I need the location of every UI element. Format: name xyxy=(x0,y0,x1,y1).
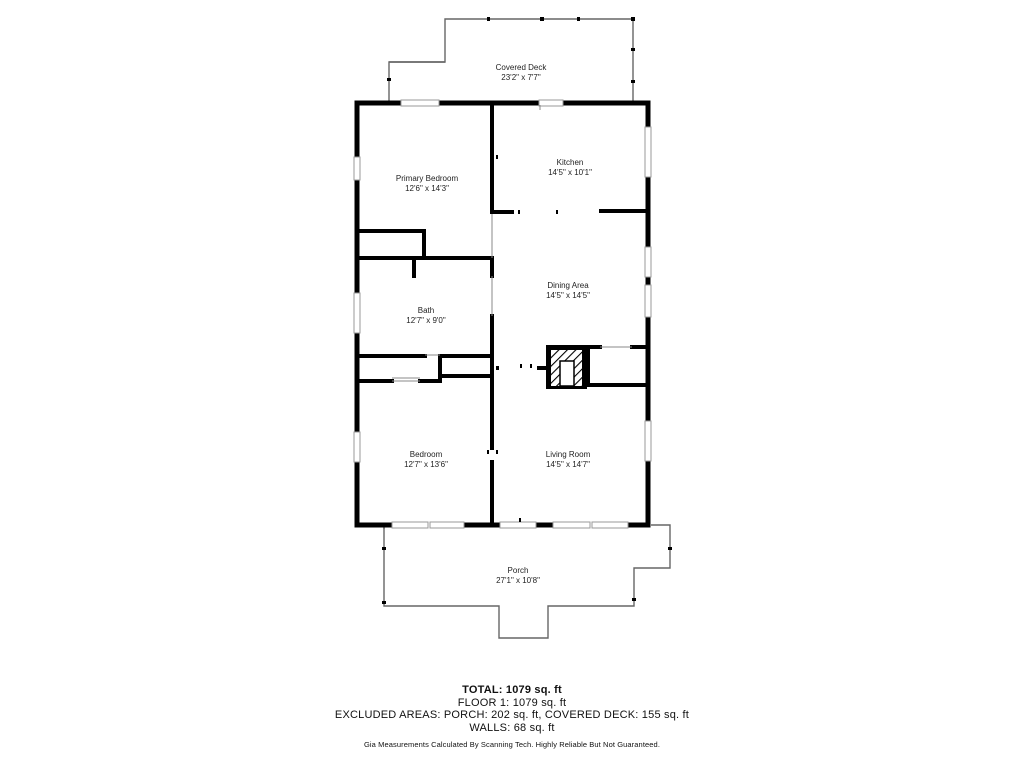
room-dimensions: 14'5" x 10'1" xyxy=(548,168,592,177)
label-covered-deck: Covered Deck 23'2" x 7'7" xyxy=(496,63,548,82)
covered-deck-outline xyxy=(388,18,634,101)
room-dimensions: 12'7" x 13'6" xyxy=(404,460,448,469)
porch-rail-marks xyxy=(382,547,672,604)
label-bath: Bath 12'7" x 9'0" xyxy=(406,306,446,325)
excluded-areas: EXCLUDED AREAS: PORCH: 202 sq. ft, COVER… xyxy=(334,709,690,721)
room-dimensions: 12'7" x 9'0" xyxy=(406,316,446,325)
room-dimensions: 23'2" x 7'7" xyxy=(501,73,541,82)
room-name: Kitchen xyxy=(557,158,584,167)
exterior-walls xyxy=(354,100,651,528)
label-bedroom: Bedroom 12'7" x 13'6" xyxy=(404,450,448,469)
area-summary: TOTAL: 1079 sq. ft FLOOR 1: 1079 sq. ft … xyxy=(0,684,1024,749)
room-name: Bedroom xyxy=(410,450,443,459)
room-dimensions: 27'1" x 10'8" xyxy=(496,576,540,585)
room-name: Primary Bedroom xyxy=(396,174,459,183)
windows xyxy=(353,99,652,529)
label-kitchen: Kitchen 14'5" x 10'1" xyxy=(548,158,592,177)
room-name: Dining Area xyxy=(547,281,589,290)
walls-area: WALLS: 68 sq. ft xyxy=(469,721,555,734)
thin-fixtures xyxy=(392,105,632,382)
label-dining-area: Dining Area 14'5" x 14'5" xyxy=(546,281,590,300)
room-dimensions: 12'6" x 14'3" xyxy=(405,184,449,193)
disclaimer: Gia Measurements Calculated By Scanning … xyxy=(363,740,661,749)
floor-1-area: FLOOR 1: 1079 sq. ft xyxy=(457,696,567,709)
label-porch: Porch 27'1" x 10'8" xyxy=(496,566,540,585)
room-dimensions: 14'5" x 14'7" xyxy=(546,460,590,469)
interior-walls xyxy=(357,103,648,525)
room-dimensions: 14'5" x 14'5" xyxy=(546,291,590,300)
room-name: Porch xyxy=(508,566,529,575)
label-living-room: Living Room 14'5" x 14'7" xyxy=(546,450,591,469)
door-markers xyxy=(487,155,558,522)
room-name: Living Room xyxy=(546,450,591,459)
label-primary-bedroom: Primary Bedroom 12'6" x 14'3" xyxy=(396,174,459,193)
fireplace xyxy=(546,345,587,389)
room-name: Bath xyxy=(418,306,434,315)
total-area: TOTAL: 1079 sq. ft xyxy=(462,684,562,696)
covered-deck-rail-marks xyxy=(387,17,635,83)
room-name: Covered Deck xyxy=(496,63,548,72)
